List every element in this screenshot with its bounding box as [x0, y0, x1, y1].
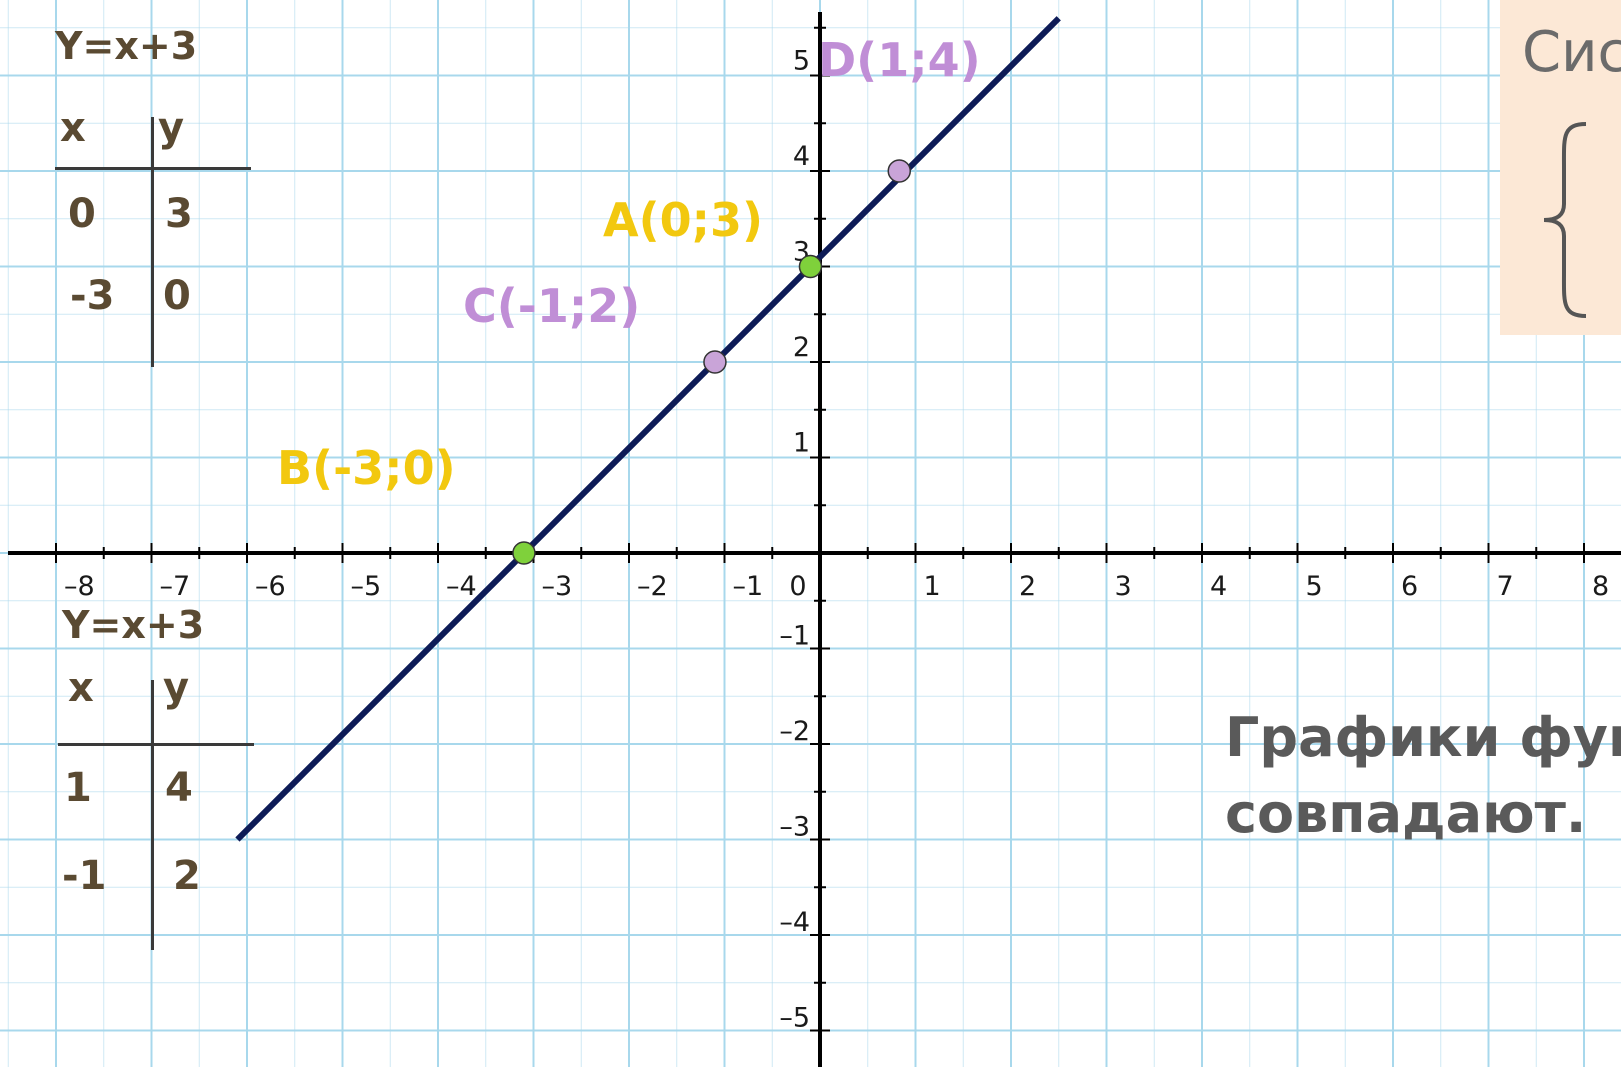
x-tick-label: 0 — [789, 571, 806, 602]
table-header-x: x — [60, 105, 86, 151]
conclusion-line-2: совпадают. — [1225, 782, 1587, 845]
table-divider — [58, 743, 254, 746]
x-tick-label: –3 — [542, 571, 573, 602]
table-divider — [151, 680, 154, 950]
point-label: D(1;4) — [818, 33, 981, 87]
table-header-y: y — [158, 105, 185, 151]
value-table-top: x y 0 3 -3 0 — [55, 105, 255, 367]
data-point — [798, 254, 823, 279]
table-header-y: y — [163, 665, 190, 711]
value-table-bottom: x y 1 4 -1 2 — [58, 665, 258, 950]
x-tick-label: –2 — [637, 571, 668, 602]
y-tick-label: 2 — [793, 332, 810, 363]
x-tick-label: 4 — [1210, 571, 1227, 602]
x-tick-label: –5 — [351, 571, 382, 602]
system-panel: Сис — [1500, 0, 1621, 335]
data-point — [703, 350, 727, 374]
table-cell: 2 — [173, 853, 201, 899]
table-header-x: x — [68, 665, 94, 711]
table-divider — [151, 117, 154, 367]
x-tick-label: –7 — [160, 571, 191, 602]
y-tick-label: 4 — [793, 141, 810, 172]
curly-brace-icon — [1543, 122, 1587, 318]
conclusion-line-1: Графики функций — [1225, 706, 1621, 769]
function-title-top: Y=x+3 — [55, 24, 198, 68]
point-label: B(-3;0) — [277, 441, 456, 495]
y-tick-label: –2 — [779, 716, 810, 747]
x-tick-label: 6 — [1401, 571, 1418, 602]
x-tick-label: 3 — [1115, 571, 1132, 602]
y-tick-label: –3 — [779, 812, 810, 843]
table-cell: -3 — [70, 273, 115, 319]
y-tick-label: –5 — [779, 1003, 810, 1034]
y-tick-label: –4 — [779, 907, 810, 938]
data-point — [887, 159, 912, 183]
y-tick-label: 5 — [793, 46, 810, 77]
function-title-bottom: Y=x+3 — [62, 603, 205, 647]
x-tick-label: –8 — [64, 571, 95, 602]
x-tick-label: 7 — [1497, 571, 1514, 602]
x-tick-label: –4 — [446, 571, 477, 602]
x-tick-label: 2 — [1019, 571, 1036, 602]
system-title: Сис — [1522, 20, 1621, 85]
table-cell: -1 — [62, 853, 107, 899]
conclusion-text: Графики функций совпадают. — [1225, 700, 1621, 852]
table-cell: 0 — [68, 191, 96, 237]
table-cell: 1 — [64, 765, 92, 811]
function-line — [235, 16, 1061, 842]
x-tick-label: 8 — [1592, 571, 1609, 602]
y-tick-label: –1 — [779, 621, 810, 652]
y-tick-label: 1 — [793, 428, 810, 459]
point-label: A(0;3) — [603, 193, 763, 247]
table-cell: 0 — [163, 273, 191, 319]
table-cell: 3 — [165, 191, 193, 237]
x-tick-label: –6 — [255, 571, 286, 602]
x-tick-label: –1 — [733, 571, 764, 602]
point-label: C(-1;2) — [463, 279, 640, 333]
table-cell: 4 — [165, 765, 193, 811]
x-tick-label: 5 — [1306, 571, 1323, 602]
x-tick-label: 1 — [924, 571, 941, 602]
data-point — [512, 541, 536, 565]
